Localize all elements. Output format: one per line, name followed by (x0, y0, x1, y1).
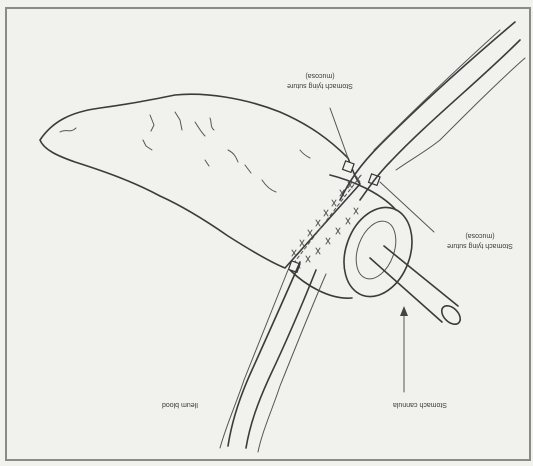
label-stomach-top-sub: (mucosa) (305, 72, 334, 79)
label-stomach-top: Stomach tying suture (287, 82, 353, 89)
label-stomach-right: Stomach tying suture (447, 242, 513, 249)
label-bottom-left: Ileum blood (162, 401, 198, 408)
label-stomach-right-sub: (mucosa) (465, 232, 494, 239)
label-bottom-right: Stomach cannula (393, 401, 447, 408)
